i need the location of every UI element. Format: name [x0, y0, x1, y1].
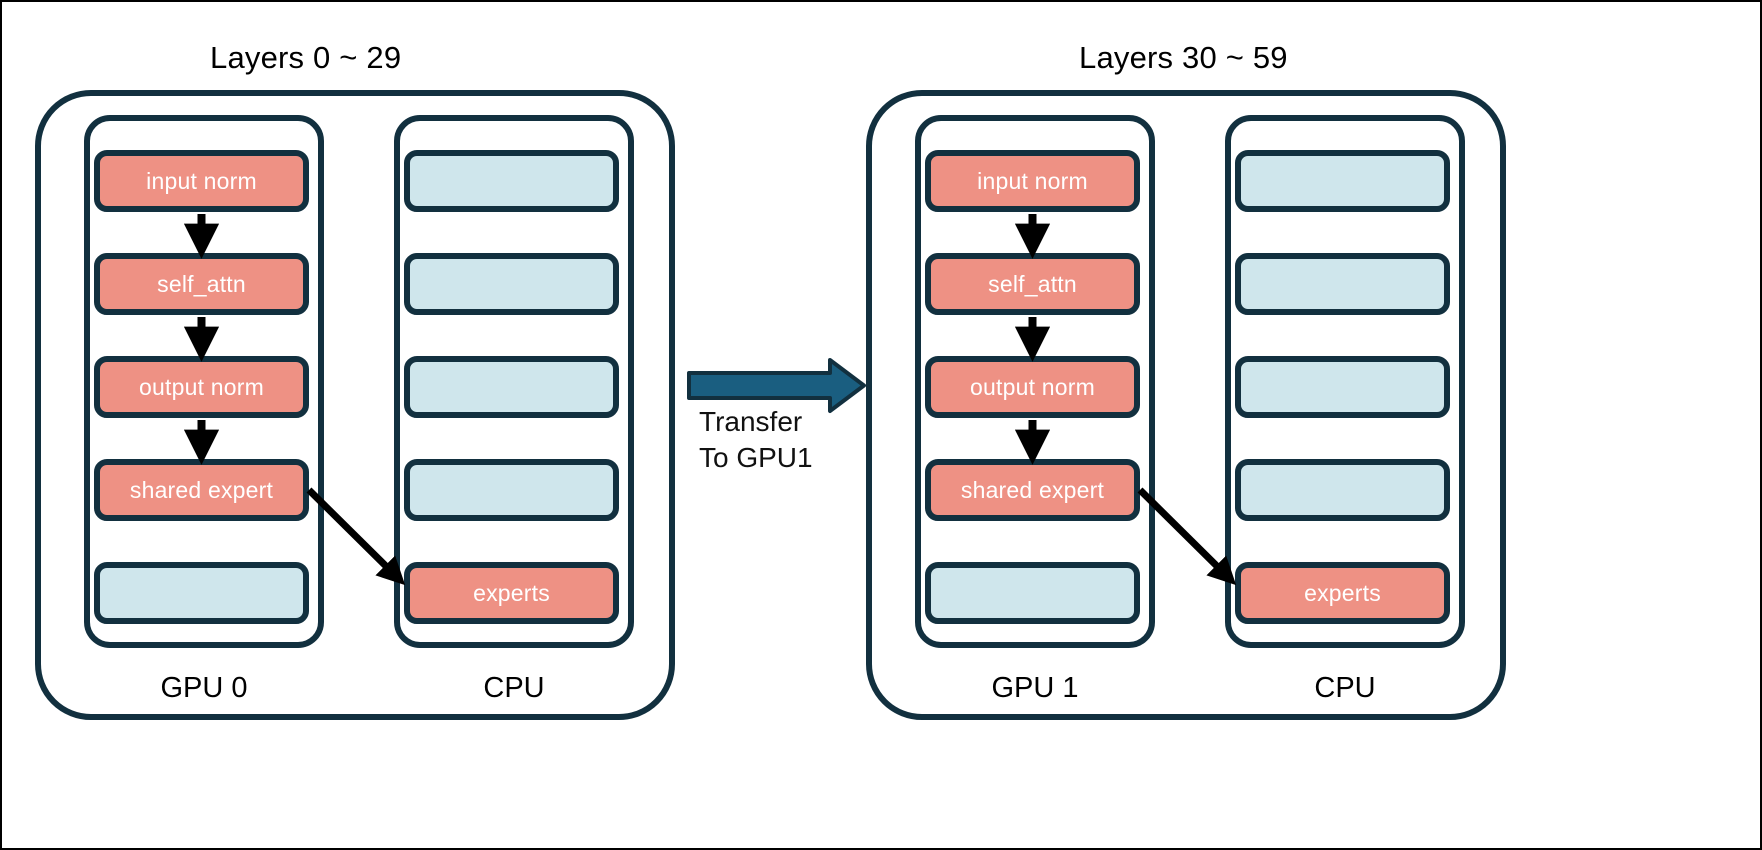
slot-label: output norm: [970, 373, 1095, 400]
slot-gpu0-output-norm[interactable]: output norm: [94, 356, 309, 418]
slot-cpu-right-4[interactable]: [1235, 459, 1450, 521]
slot-cpu-left-4[interactable]: [404, 459, 619, 521]
slot-cpu-left-1[interactable]: [404, 150, 619, 212]
device-label-gpu-1: GPU 1: [991, 672, 1079, 704]
slot-cpu-right-experts[interactable]: experts: [1235, 562, 1450, 624]
slot-gpu0-input-norm[interactable]: input norm: [94, 150, 309, 212]
slot-gpu1-empty[interactable]: [925, 562, 1140, 624]
slot-cpu-left-3[interactable]: [404, 356, 619, 418]
slot-cpu-right-2[interactable]: [1235, 253, 1450, 315]
slot-gpu1-self-attn[interactable]: self_attn: [925, 253, 1140, 315]
slot-label: self_attn: [157, 270, 246, 297]
device-label-cpu-left: CPU: [483, 672, 545, 704]
slot-label: output norm: [139, 373, 264, 400]
slot-gpu1-shared-expert[interactable]: shared expert: [925, 459, 1140, 521]
slot-gpu0-shared-expert[interactable]: shared expert: [94, 459, 309, 521]
panel-title-left: Layers 0 ~ 29: [210, 40, 402, 75]
device-label-cpu-right: CPU: [1314, 672, 1376, 704]
transfer-arrow-label: Transfer To GPU1: [699, 406, 813, 473]
slot-cpu-right-3[interactable]: [1235, 356, 1450, 418]
slot-label: shared expert: [129, 476, 274, 503]
device-label-gpu-0: GPU 0: [160, 672, 248, 704]
slot-label: self_attn: [988, 270, 1077, 297]
slot-cpu-left-2[interactable]: [404, 253, 619, 315]
slot-label: experts: [473, 579, 550, 606]
slot-gpu0-empty[interactable]: [94, 562, 309, 624]
slot-label: experts: [1304, 579, 1381, 606]
slot-cpu-right-1[interactable]: [1235, 150, 1450, 212]
slot-label: input norm: [146, 167, 257, 194]
slot-gpu1-input-norm[interactable]: input norm: [925, 150, 1140, 212]
panel-title-right: Layers 30 ~ 59: [1079, 40, 1288, 75]
slot-cpu-left-experts[interactable]: experts: [404, 562, 619, 624]
slot-gpu1-output-norm[interactable]: output norm: [925, 356, 1140, 418]
slot-label: input norm: [977, 167, 1088, 194]
slot-label: shared expert: [960, 476, 1105, 503]
slot-gpu0-self-attn[interactable]: self_attn: [94, 253, 309, 315]
